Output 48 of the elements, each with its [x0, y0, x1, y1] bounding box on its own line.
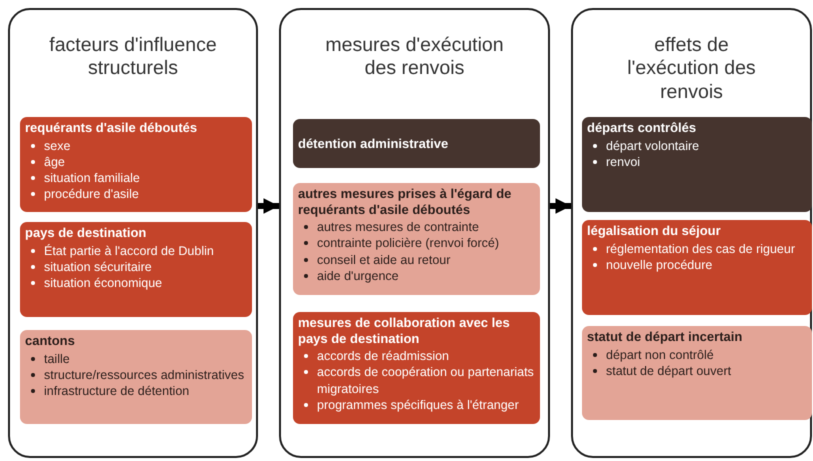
list-item: procédure d'asile	[44, 186, 139, 203]
list-item: structure/ressources administratives	[44, 366, 244, 384]
column-title: facteurs d'influence structurels	[48, 34, 218, 81]
box-heading: légalisation du séjour	[587, 223, 722, 239]
box-heading: pays de destination	[25, 225, 148, 241]
list-item: départ non contrôlé	[606, 346, 714, 363]
arrow	[258, 198, 279, 214]
box-heading: départs contrôlés	[587, 120, 698, 136]
list-item: statut de départ ouvert	[606, 362, 732, 380]
category-box	[20, 222, 252, 317]
column-panel	[571, 8, 812, 458]
list-item: conseil et aide au retour	[317, 252, 450, 268]
category-box	[582, 117, 812, 212]
category-box	[293, 183, 540, 295]
list-item: sexe	[44, 138, 70, 154]
list-item: situation économique	[44, 275, 162, 292]
list-item: État partie à l'accord de Dublin	[44, 242, 214, 259]
list-item: autres mesures de contrainte	[317, 219, 479, 236]
list-item: âge	[44, 154, 65, 170]
list-item: aide d'urgence	[317, 268, 399, 284]
box-heading: cantons	[25, 333, 76, 349]
list-item: départ volontaire	[606, 138, 700, 154]
list-item: situation sécuritaire	[44, 258, 152, 276]
category-box	[293, 312, 540, 424]
category-box	[20, 117, 252, 212]
list-item: taille	[44, 350, 70, 367]
list-item: situation familiale	[44, 170, 140, 186]
list-item: réglementation des cas de rigueur	[606, 240, 796, 257]
list-item: infrastructure de détention	[44, 383, 190, 400]
list-item: nouvelle procédure	[606, 256, 712, 274]
list-item: programmes spécifiques à l'étranger	[317, 396, 519, 414]
column-title: mesures d'exécution des renvois	[324, 34, 505, 81]
column-panel	[279, 8, 550, 458]
box-heading: mesures de collaboration avec les pays de destination	[298, 315, 511, 346]
list-item: contrainte policière (renvoi forcé)	[317, 235, 500, 252]
box-heading: détention administrative	[298, 136, 448, 152]
list-item: renvoi	[606, 154, 640, 170]
category-box	[582, 326, 812, 420]
category-box	[293, 119, 540, 168]
box-heading: statut de départ incertain	[587, 329, 744, 345]
box-heading: requérants d'asile déboutés	[25, 120, 198, 136]
column-title: effets de l'exécution des renvois	[626, 34, 757, 104]
column-panel	[8, 8, 258, 458]
box-heading: autres mesures prises à l'égard de requérants d'asile déboutés	[298, 186, 512, 218]
category-box	[20, 330, 252, 424]
arrow	[550, 198, 571, 214]
list-item: accords de réadmission	[317, 348, 450, 364]
category-box	[582, 220, 812, 315]
